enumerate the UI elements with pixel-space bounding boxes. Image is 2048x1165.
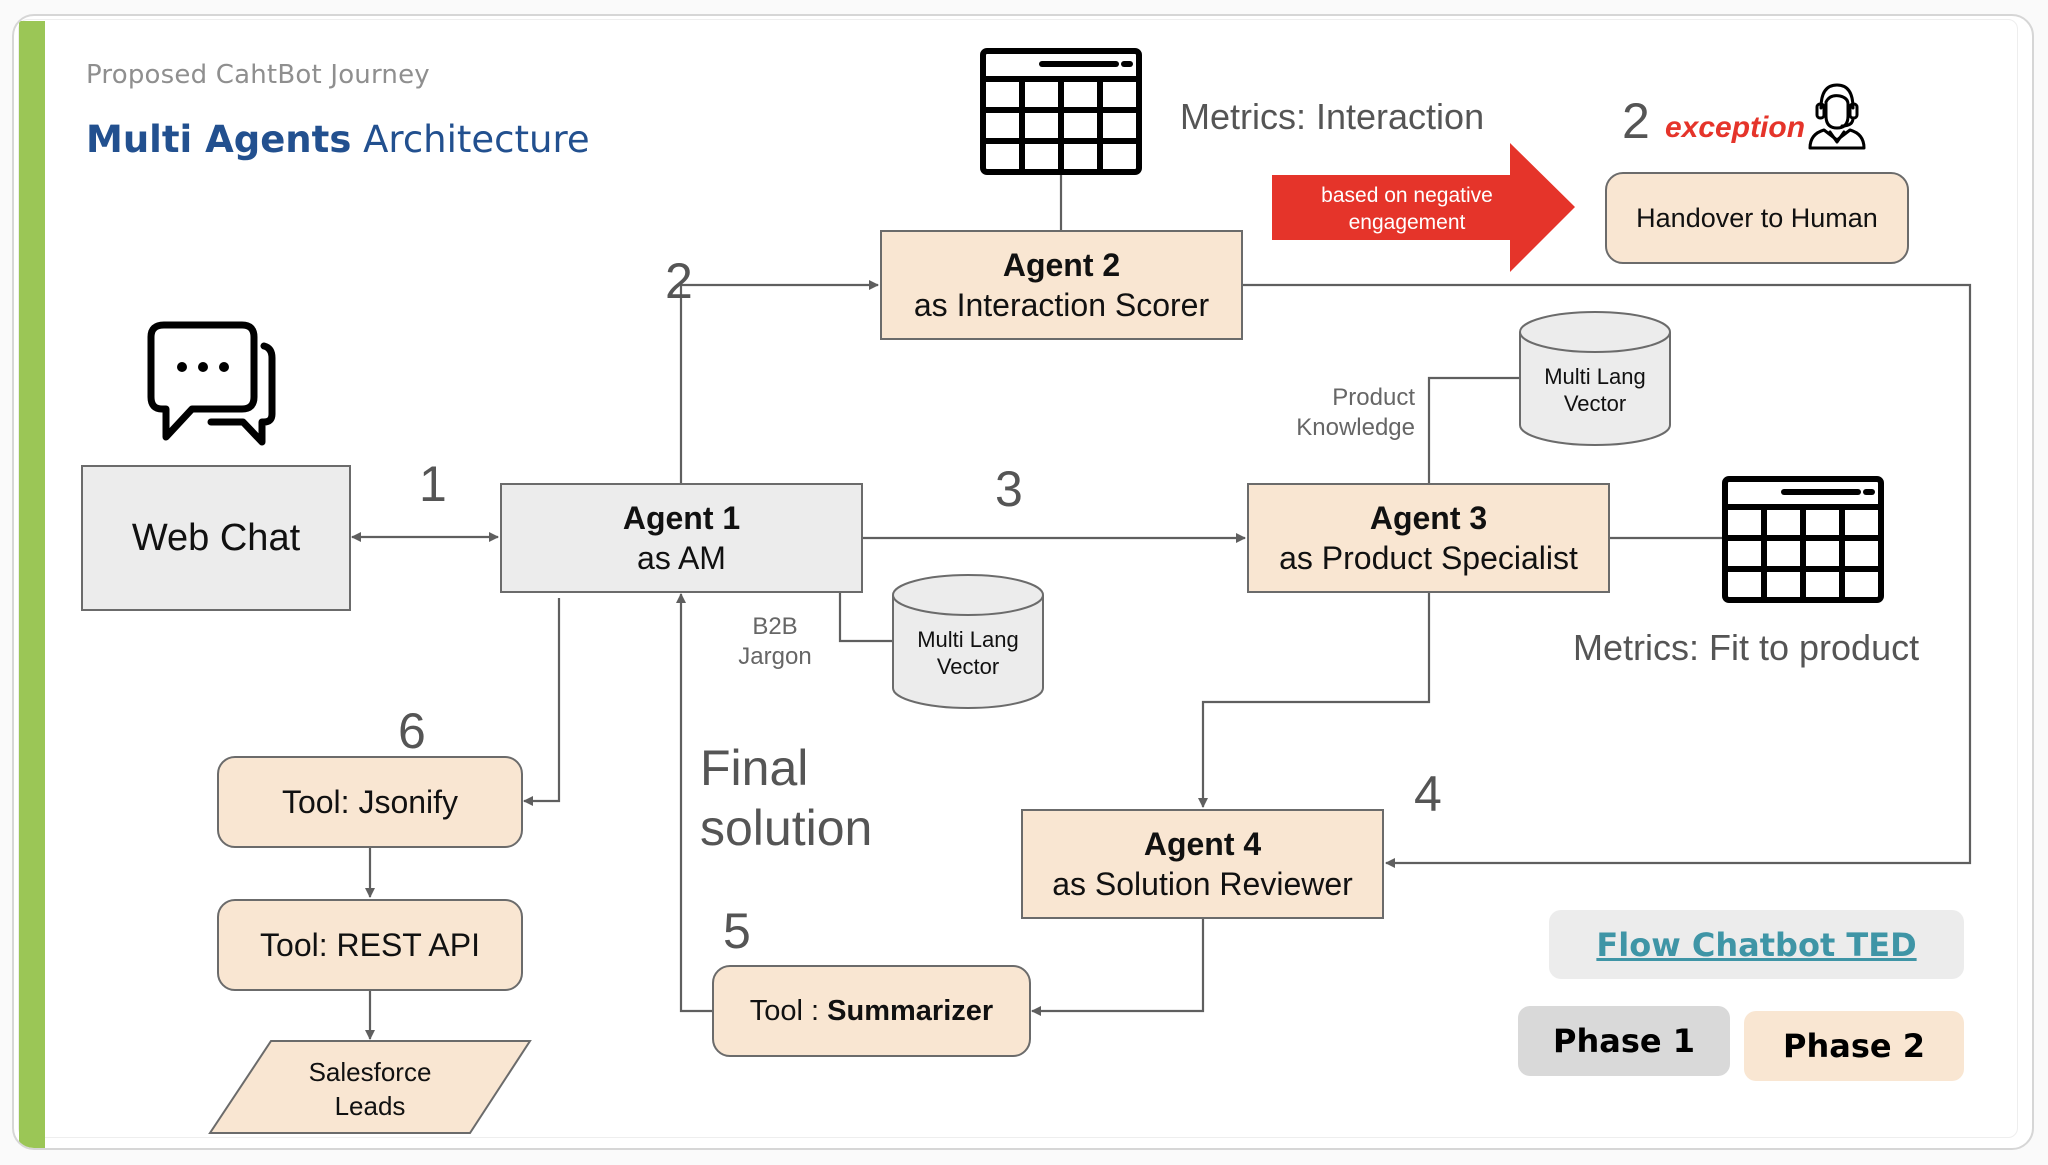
product-vector-line1: Multi Lang — [1544, 364, 1646, 389]
flow-chatbot-link[interactable]: Flow Chatbot TED — [1596, 925, 1917, 964]
negative-engagement-arrow — [1272, 143, 1575, 272]
step-2-label: 2 — [665, 253, 693, 309]
agent-1-role: as AM — [637, 540, 726, 576]
agent-4-role: as Solution Reviewer — [1052, 866, 1353, 902]
metrics-fit-label: Metrics: Fit to product — [1573, 627, 1920, 668]
b2b-jargon-label: B2B Jargon — [730, 612, 820, 672]
agent-1-node[interactable]: Agent 1 as AM — [500, 483, 863, 593]
product-line2: Knowledge — [1296, 414, 1415, 441]
b2b-line1: B2B — [752, 613, 798, 640]
handover-label: Handover to Human — [1636, 202, 1878, 233]
tool-jsonify-node[interactable]: Tool: Jsonify — [217, 756, 523, 848]
tool-summarizer-name: Summarizer — [827, 994, 994, 1027]
web-chat-label: Web Chat — [131, 516, 301, 559]
negative-engagement-line2: engagement — [1348, 211, 1466, 234]
support-agent-icon — [1808, 83, 1866, 150]
phase-1-label: Phase 1 — [1553, 1022, 1695, 1060]
title-bold: Multi Agents — [86, 118, 352, 161]
step-6-label: 6 — [398, 703, 426, 759]
agent-3-node[interactable]: Agent 3 as Product Specialist — [1247, 483, 1610, 593]
metrics-interaction-label: Metrics: Interaction — [1180, 96, 1485, 137]
tool-summarizer-prefix: Tool : — [749, 994, 828, 1027]
negative-engagement-text: based on negative engagement — [1272, 182, 1542, 236]
b2b-vector-line1: Multi Lang — [917, 627, 1019, 652]
phase-2-badge: Phase 2 — [1744, 1011, 1964, 1081]
agent-3-title: Agent 3 — [1369, 500, 1488, 536]
agent-2-title: Agent 2 — [1002, 247, 1121, 283]
step-4-label: 4 — [1414, 766, 1442, 822]
connector-agent3-product-vector — [1427, 376, 1520, 483]
chat-bubbles-icon — [147, 321, 276, 446]
b2b-vector-label: Multi Lang Vector — [893, 626, 1043, 680]
b2b-vector-line2: Vector — [936, 654, 1000, 679]
product-vector-cylinder — [1519, 311, 1671, 446]
step-3-label: 3 — [995, 461, 1023, 517]
flow-chatbot-link-button[interactable]: Flow Chatbot TED — [1549, 910, 1964, 979]
tool-rest-api-label: Tool: REST API — [260, 926, 480, 963]
table-icon — [1722, 476, 1884, 603]
connector-agent3-agent4 — [1198, 593, 1431, 808]
salesforce-leads-node[interactable]: Salesforce Leads — [270, 1055, 470, 1123]
connector-summarizer-agent1 — [676, 593, 712, 1013]
exception-step-label: 2 — [1622, 93, 1650, 149]
title-rest: Architecture — [351, 118, 590, 161]
negative-engagement-line1: based on negative — [1321, 184, 1493, 207]
agent-2-role: as Interaction Scorer — [913, 287, 1210, 323]
phase-1-badge: Phase 1 — [1518, 1006, 1730, 1076]
connector-agent1-b2b-vector — [838, 592, 893, 643]
b2b-vector-cylinder — [892, 574, 1044, 709]
slide-subtitle: Proposed CahtBot Journey — [86, 60, 430, 90]
web-chat-node[interactable]: Web Chat — [81, 465, 351, 611]
slide-inner-border — [18, 19, 2018, 1138]
agent-4-title: Agent 4 — [1143, 826, 1262, 862]
salesforce-leads-shape — [208, 1040, 532, 1134]
product-vector-line2: Vector — [1563, 391, 1627, 416]
final-line2: solution — [700, 800, 873, 856]
agent-2-node[interactable]: Agent 2 as Interaction Scorer — [880, 230, 1243, 340]
handover-to-human-node[interactable]: Handover to Human — [1605, 172, 1909, 264]
b2b-line2: Jargon — [738, 643, 812, 670]
connector-agent2-agent4-loop — [1242, 283, 1972, 868]
connector-agent4-summarizer — [1031, 918, 1205, 1016]
salesforce-line2: Leads — [334, 1091, 406, 1121]
step-5-label: 5 — [723, 903, 751, 959]
final-line1: Final — [700, 740, 809, 796]
product-vector-label: Multi Lang Vector — [1520, 363, 1670, 417]
agent-1-title: Agent 1 — [622, 500, 741, 536]
tool-rest-api-node[interactable]: Tool: REST API — [217, 899, 523, 991]
connector-agent1-agent2 — [679, 280, 879, 483]
product-line1: Product — [1332, 384, 1415, 411]
tool-jsonify-label: Tool: Jsonify — [281, 783, 459, 820]
product-knowledge-label: Product Knowledge — [1260, 383, 1415, 443]
exception-label: exception — [1665, 111, 1806, 144]
tool-summarizer-node[interactable]: Tool : Summarizer — [712, 965, 1031, 1057]
connector-agent1-jsonify — [523, 598, 561, 806]
table-icon — [980, 48, 1142, 175]
salesforce-line1: Salesforce — [308, 1057, 432, 1087]
step-1-label: 1 — [419, 456, 447, 512]
accent-bar — [19, 21, 45, 1148]
agent-4-node[interactable]: Agent 4 as Solution Reviewer — [1021, 809, 1384, 919]
slide-title: Multi Agents Architecture — [86, 118, 590, 161]
agent-3-role: as Product Specialist — [1279, 540, 1578, 576]
final-solution-label: Final solution — [700, 738, 872, 858]
phase-2-label: Phase 2 — [1783, 1027, 1925, 1065]
